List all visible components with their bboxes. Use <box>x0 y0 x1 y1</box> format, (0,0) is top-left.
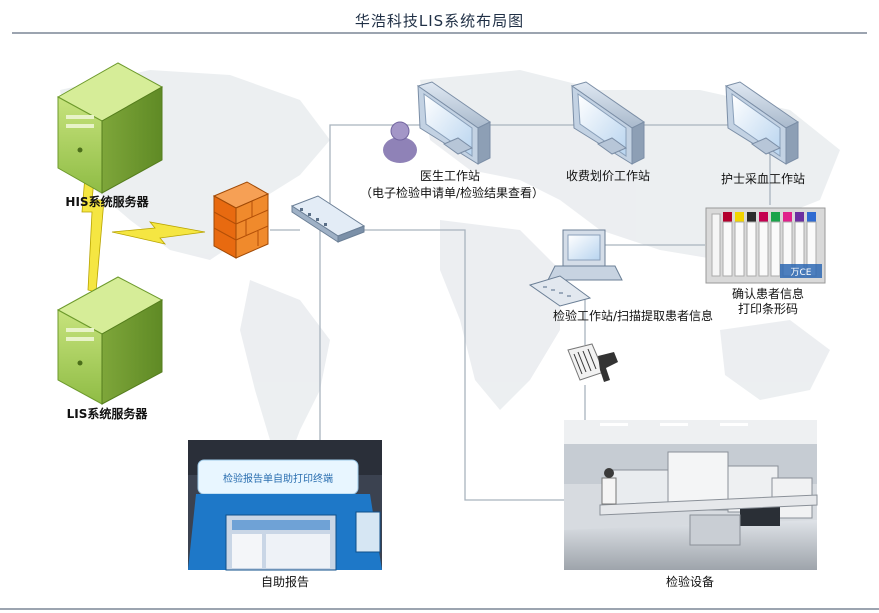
self-service-kiosk-photo: 检验报告单自助打印终端 <box>188 440 382 571</box>
lab-workstation-label: 检验工作站/扫描提取患者信息 <box>552 309 714 323</box>
tube-brand-text: 万CE <box>791 268 812 278</box>
doctor-user-icon <box>383 121 417 163</box>
barcode-scanner-icon <box>567 343 618 382</box>
diagram-title: 华浩科技LIS系统布局图 <box>354 12 525 30</box>
his-server-label: HIS系统服务器 <box>65 195 149 209</box>
connection-lines <box>270 124 771 501</box>
confirm-patient-label: 确认患者信息 <box>731 287 804 301</box>
nurse-workstation-label: 护士采血工作站 <box>720 172 805 186</box>
lab-equipment-photo <box>564 420 818 570</box>
lis-server-label: LIS系统服务器 <box>66 407 148 421</box>
nurse-monitor-icon <box>724 81 799 165</box>
self-report-label: 自助报告 <box>260 575 309 589</box>
lis-server-icon <box>56 276 164 405</box>
his-server-icon <box>56 62 164 194</box>
print-barcode-label: 打印条形码 <box>737 302 798 316</box>
doctor-workstation-label: 医生工作站 <box>419 169 480 183</box>
doctor-monitor-icon <box>416 81 491 165</box>
billing-workstation-label: 收费划价工作站 <box>565 169 650 183</box>
network-switch-icon <box>290 195 366 243</box>
doctor-workstation-sublabel: （电子检验申请单/检验结果查看） <box>359 186 545 200</box>
lab-workstation-icon <box>528 229 623 307</box>
blood-tubes-photo: 万CE <box>705 207 826 284</box>
kiosk-sign-text: 检验报告单自助打印终端 <box>223 472 333 485</box>
lab-equipment-label: 检验设备 <box>665 575 714 589</box>
billing-monitor-icon <box>570 81 645 165</box>
firewall-icon <box>212 181 270 259</box>
